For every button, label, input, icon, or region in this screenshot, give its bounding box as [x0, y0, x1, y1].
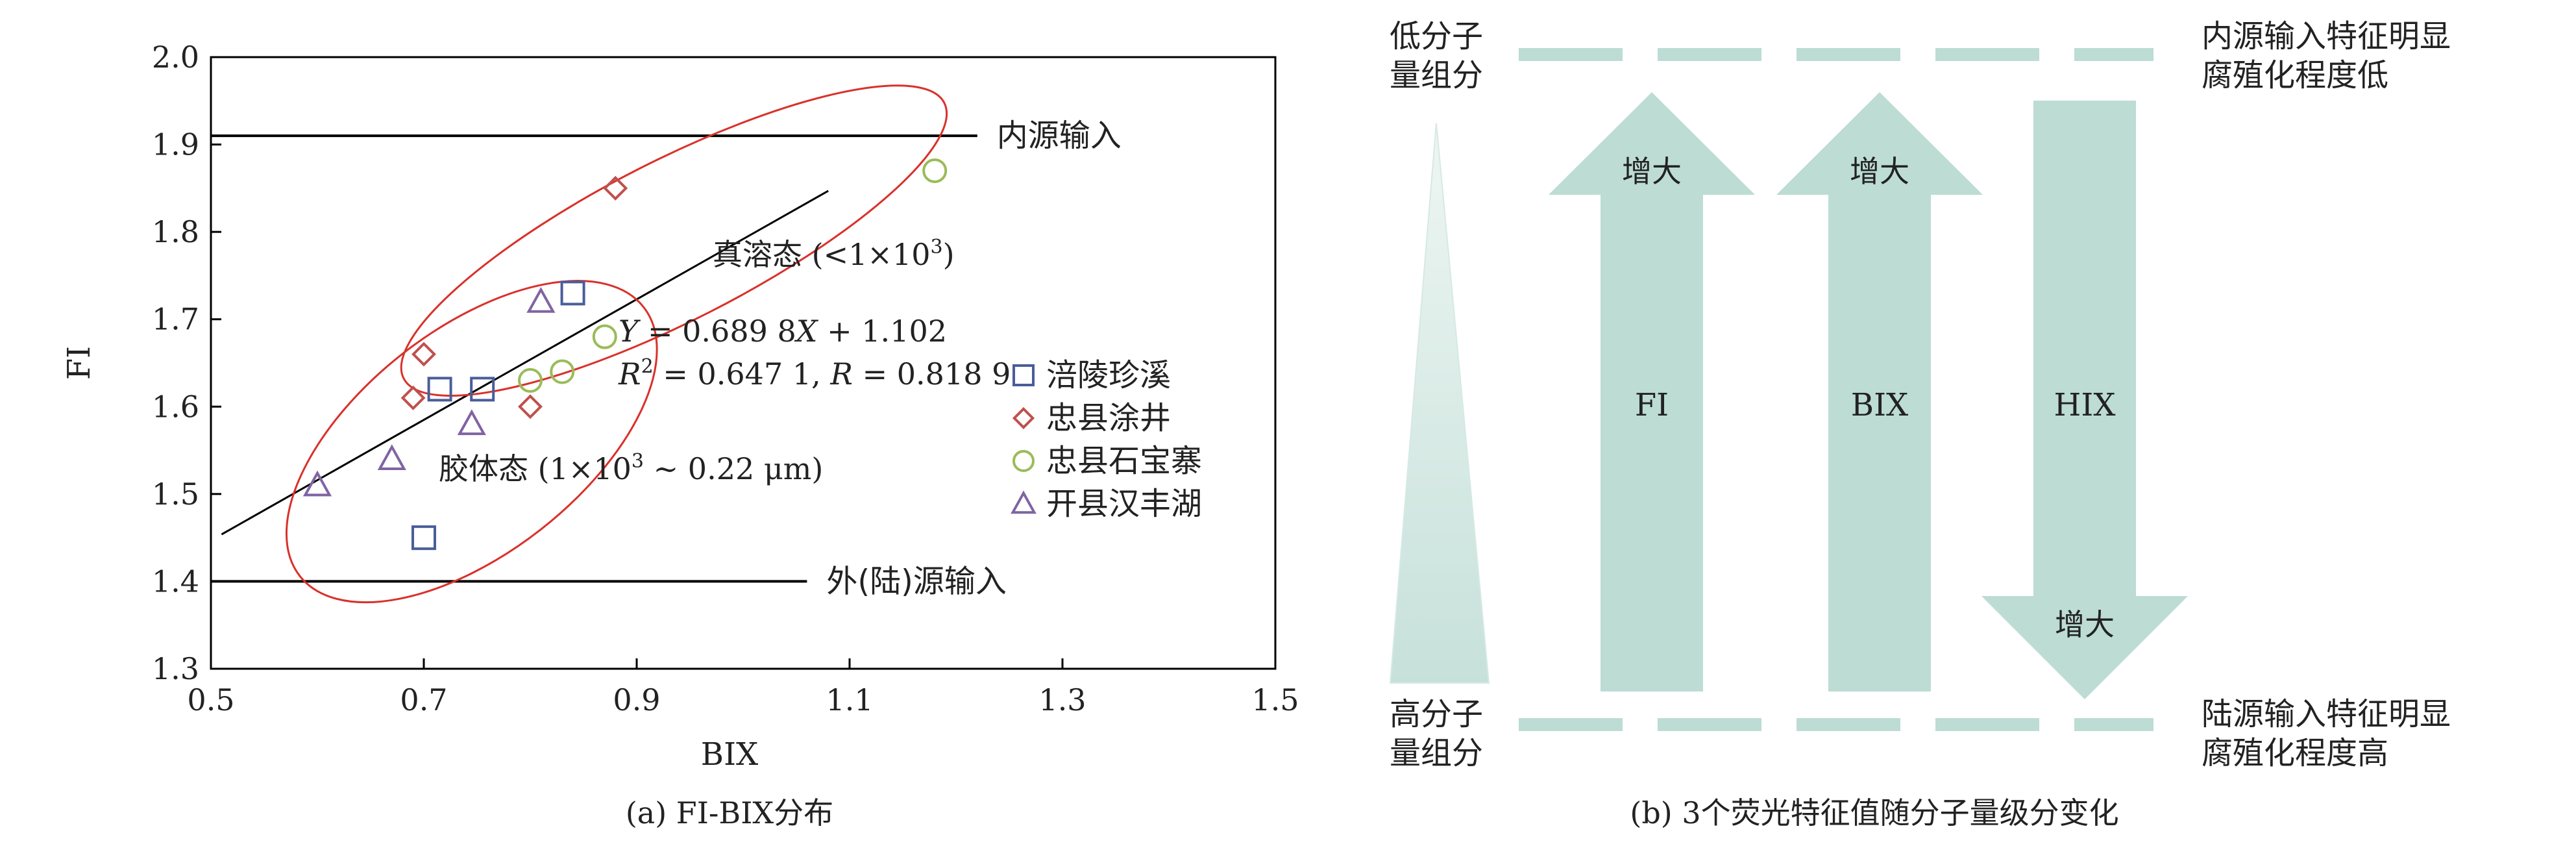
- hix-arrow-trend: 增大: [2055, 607, 2115, 642]
- data-point-diamond: [400, 385, 426, 410]
- x-tick-label: 1.5: [1251, 682, 1299, 717]
- y-tick-label: 1.3: [152, 651, 199, 686]
- x-tick-label: 1.1: [826, 682, 873, 717]
- data-point-diamond: [411, 342, 436, 367]
- data-point-square: [560, 280, 585, 306]
- hix-arrow-shape: [1981, 101, 2188, 699]
- region-ellipse: [400, 84, 948, 397]
- region-ellipses: [285, 84, 948, 604]
- regression-line: [221, 190, 829, 536]
- data-point-triangle: [457, 409, 486, 436]
- legend-label: 开县汉丰湖: [1046, 486, 1202, 522]
- bix-arrow-label: BIX: [1851, 387, 1908, 423]
- panel-a-scatter: 1.3 1.4 1.5 1.6 1.7 1.8 1.9 2.0 0.5 0.7 0.9 1.1 1.3…: [61, 40, 1299, 830]
- y-tick-label: 1.6: [152, 389, 199, 424]
- regression-equation: Y = 0.689 8X + 1.102: [619, 314, 947, 349]
- hix-arrow-label: HIX: [2054, 387, 2116, 423]
- x-axis: 0.5 0.7 0.9 1.1 1.3 1.5: [187, 658, 1299, 717]
- y-tick-label: 1.8: [152, 214, 199, 249]
- high-mw-label-line2: 量组分: [1390, 735, 1483, 771]
- regression-r-values: R2 = 0.647 1, R = 0.818 9: [618, 355, 1011, 392]
- data-point-circle: [518, 367, 543, 393]
- data-point-circle: [550, 359, 575, 384]
- y-tick-label: 1.9: [152, 127, 199, 162]
- plot-frame: [210, 56, 1277, 670]
- data-point-circle: [592, 324, 617, 349]
- data-point-square: [427, 377, 452, 402]
- fi-arrow-label: FI: [1635, 387, 1669, 423]
- reference-line-label: 外(陆)源输入: [826, 563, 1006, 599]
- y-tick-label: 1.7: [152, 302, 199, 337]
- reference-line-label: 内源输入: [997, 118, 1122, 154]
- fi-arrow[interactable]: FI 增大: [1549, 92, 1755, 691]
- region-ellipse: [285, 280, 658, 604]
- data-point-square: [411, 525, 436, 551]
- legend-label: 忠县涂井: [1046, 400, 1171, 436]
- top-right-label-line2: 腐殖化程度低: [2202, 57, 2388, 93]
- legend-marker-square: [1012, 364, 1035, 386]
- data-point-triangle: [526, 286, 556, 313]
- y-axis-label: FI: [61, 346, 97, 380]
- y-tick-label: 2.0: [152, 40, 199, 75]
- y-axis: 1.3 1.4 1.5 1.6 1.7 1.8 1.9 2.0: [152, 40, 221, 686]
- molecular-weight-wedge: [1389, 123, 1490, 684]
- legend-marker-diamond: [1012, 406, 1035, 430]
- panel-b-caption: (b) 3个荧光特征值随分子量级分变化: [1630, 795, 2118, 830]
- x-tick-label: 0.9: [613, 682, 660, 717]
- bix-arrow[interactable]: BIX 增大: [1776, 92, 1983, 691]
- bix-arrow-trend: 增大: [1850, 154, 1909, 189]
- x-axis-label: BIX: [701, 736, 758, 773]
- data-point-triangle: [302, 470, 332, 497]
- region-label-dissolved: 真溶态 (<1×103): [713, 236, 955, 272]
- panel-a-caption: (a) FI-BIX分布: [626, 795, 833, 830]
- top-right-label-line1: 内源输入特征明显: [2202, 18, 2451, 55]
- legend-label: 涪陵珍溪: [1046, 357, 1171, 393]
- x-tick-label: 0.7: [400, 682, 447, 717]
- y-tick-label: 1.4: [152, 564, 199, 599]
- high-mw-label-line1: 高分子: [1390, 696, 1483, 732]
- fi-arrow-trend: 增大: [1622, 154, 1682, 189]
- bix-arrow-shape: [1776, 92, 1983, 691]
- panel-b-diagram: FI 增大 BIX 增大 HIX 增大 低分子 量组分 高分子 量组分 内源输入…: [1389, 18, 2451, 830]
- bottom-right-label-line1: 陆源输入特征明显: [2202, 696, 2451, 732]
- data-point-diamond: [603, 175, 628, 201]
- x-tick-label: 0.5: [187, 682, 234, 717]
- x-tick-label: 1.3: [1038, 682, 1086, 717]
- bottom-right-label-line2: 腐殖化程度高: [2202, 735, 2388, 771]
- data-point-diamond: [518, 394, 543, 419]
- legend-label: 忠县石宝寨: [1046, 443, 1202, 479]
- low-mw-label-line2: 量组分: [1390, 57, 1483, 93]
- low-mw-label-line1: 低分子: [1390, 18, 1483, 55]
- hix-arrow[interactable]: HIX 增大: [1981, 101, 2188, 699]
- fi-arrow-shape: [1549, 92, 1755, 691]
- legend-marker-triangle: [1011, 490, 1037, 514]
- region-label-colloidal: 胶体态 (1×103 ~ 0.22 μm): [439, 450, 823, 486]
- legend-marker-circle: [1012, 450, 1035, 472]
- data-point-circle: [922, 158, 948, 183]
- data-point-triangle: [377, 444, 406, 470]
- y-tick-label: 1.5: [152, 477, 199, 512]
- data-points: [302, 158, 948, 551]
- reference-lines: [211, 134, 977, 583]
- data-point-square: [470, 377, 495, 402]
